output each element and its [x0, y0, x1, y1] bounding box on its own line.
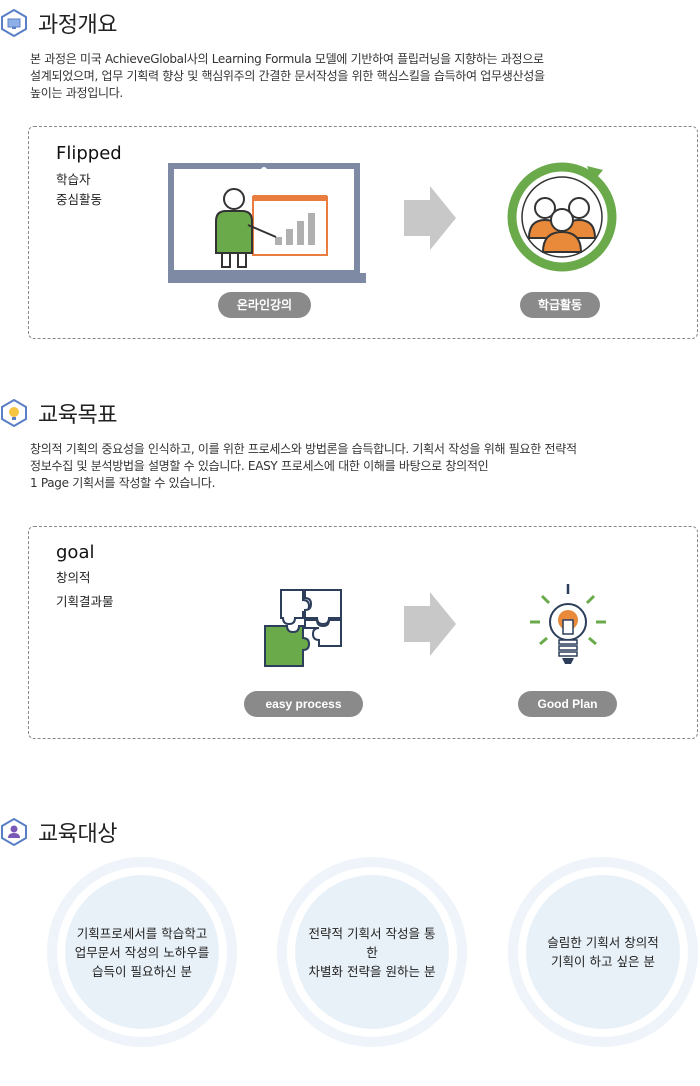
section-header-overview: 과정개요: [0, 7, 117, 39]
audience-text: 기획프로세서를 학습학고 업무문서 작성의 노하우를 습득이 필요하신 분: [65, 875, 219, 1029]
arrow-right-icon: [404, 592, 456, 656]
section-header-goals: 교육목표: [0, 397, 117, 429]
section-title: 교육목표: [38, 403, 117, 428]
paragraph-line: 본 과정은 미국 AchieveGlobal사의 Learning Formul…: [30, 52, 544, 66]
paragraph-line: 1 Page 기획서를 작성할 수 있습니다.: [30, 476, 216, 490]
audience-circle: 기획프로세서를 학습학고 업무문서 작성의 노하우를 습득이 필요하신 분: [47, 857, 237, 1047]
good-plan-pill: Good Plan: [518, 691, 617, 717]
flipped-box: [28, 126, 698, 339]
section-title: 교육대상: [38, 822, 117, 847]
person-icon: [1, 818, 27, 846]
box-title: goal: [56, 542, 95, 563]
paragraph-line: 높이는 과정입니다.: [30, 86, 123, 100]
box-title: Flipped: [56, 143, 122, 164]
paragraph-line: 정보수집 및 분석방법을 설명할 수 있습니다. EASY 프로세스에 대한 이…: [30, 459, 489, 473]
paragraph-line: 설계되었으며, 업무 기획력 향상 및 핵심위주의 간결한 문서작성을 위한 핵…: [30, 69, 545, 83]
online-lecture-illustration: [168, 163, 366, 283]
section-header-audience: 교육대상: [0, 816, 117, 848]
easy-process-pill: easy process: [244, 691, 363, 717]
audience-circle: 전략적 기획서 작성을 통한 차별화 전략을 원하는 분: [277, 857, 467, 1047]
idea-bulb-icon: [530, 584, 606, 664]
section-title: 과정개요: [38, 13, 117, 38]
audience-text: 전략적 기획서 작성을 통한 차별화 전략을 원하는 분: [295, 875, 449, 1029]
class-activity-pill: 학급활동: [520, 292, 600, 318]
audience-circle: 슬림한 기획서 창의적 기획이 하고 싶은 분: [508, 857, 698, 1047]
goal-box: [28, 526, 698, 739]
monitor-icon: [1, 9, 27, 37]
group-activity-icon: [507, 162, 617, 272]
arrow-right-icon: [404, 186, 456, 250]
goals-paragraph: 창의적 기획의 중요성을 인식하고, 이를 위한 프로세스와 방법론을 습득합니…: [30, 441, 690, 492]
lightbulb-icon: [1, 399, 27, 427]
box-subtitle: 창의적 기획결과물: [56, 570, 114, 609]
online-lecture-pill: 온라인강의: [218, 292, 311, 318]
overview-paragraph: 본 과정은 미국 AchieveGlobal사의 Learning Formul…: [30, 51, 690, 102]
paragraph-line: 창의적 기획의 중요성을 인식하고, 이를 위한 프로세스와 방법론을 습득합니…: [30, 442, 577, 456]
box-subtitle: 학습자 중심활동: [56, 172, 103, 207]
audience-text: 슬림한 기획서 창의적 기획이 하고 싶은 분: [526, 875, 680, 1029]
puzzle-icon: [264, 589, 342, 667]
